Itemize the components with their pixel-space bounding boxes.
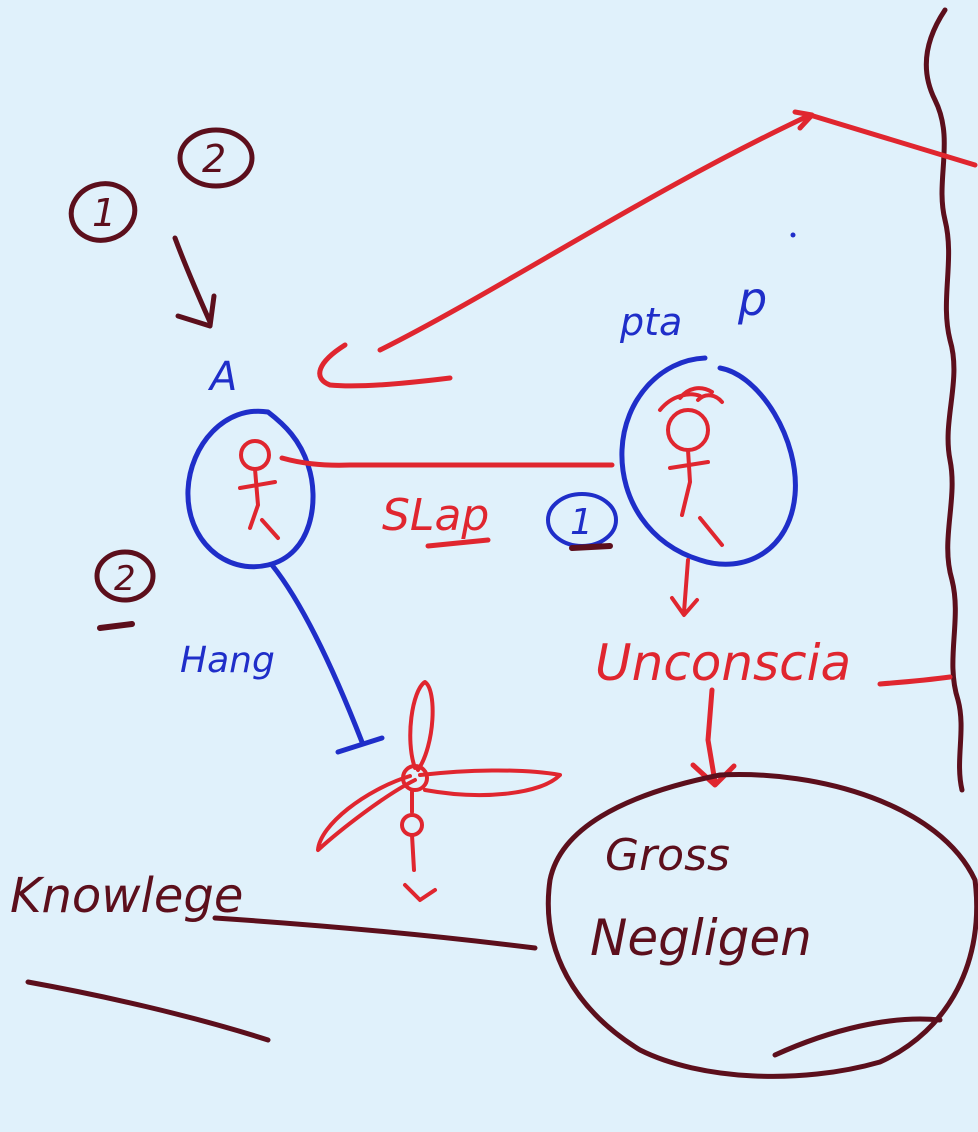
slap-step-underline — [572, 546, 610, 548]
step-two-label: 2 — [202, 137, 226, 181]
ink-dot — [791, 233, 796, 238]
person-p-label: p — [737, 272, 767, 326]
person-p-prefix: pta — [619, 300, 682, 344]
slap-label: SLap — [382, 490, 489, 541]
step-one-label: 1 — [92, 191, 116, 235]
person-a-label: A — [207, 354, 237, 400]
knowledge-label: Knowlege — [10, 868, 243, 924]
unconscious-label: Unconscia — [595, 634, 851, 692]
hang-step-underline — [100, 624, 132, 628]
negligence-label: Negligen — [590, 909, 812, 967]
hang-label: Hang — [180, 640, 275, 681]
gross-label: Gross — [605, 830, 730, 881]
slap-step-label: 1 — [570, 502, 593, 543]
hang-step-label: 2 — [114, 559, 136, 599]
